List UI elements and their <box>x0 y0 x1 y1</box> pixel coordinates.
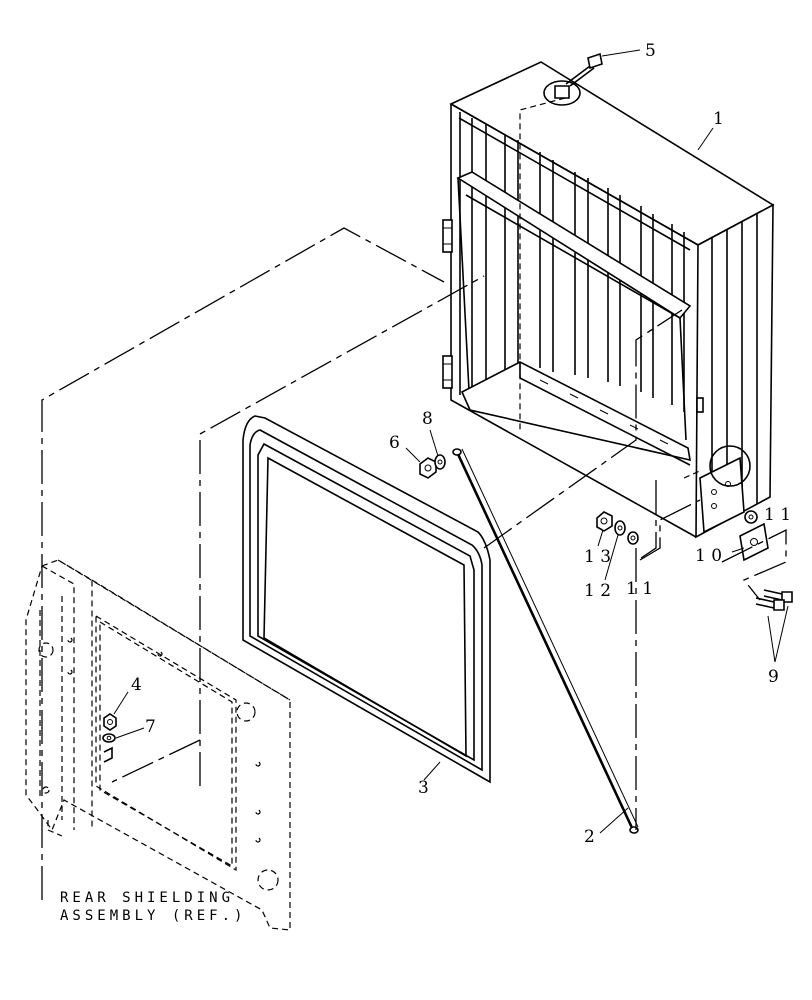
callout-3: 3 <box>418 778 429 798</box>
note-line-2: ASSEMBLY (REF.) <box>60 908 246 924</box>
callout-2: 2 <box>584 827 595 847</box>
cage-slats <box>471 118 685 412</box>
part-2-rod <box>452 448 639 834</box>
callout-4: 4 <box>131 675 142 695</box>
rear-shielding-assembly <box>25 559 291 931</box>
part-3-seal-frame <box>242 415 491 784</box>
part-12-washer <box>604 520 626 581</box>
upper-hinge <box>442 219 453 253</box>
callout-7: 7 <box>145 717 156 737</box>
callout-8: 8 <box>422 409 433 429</box>
callout-6: 6 <box>389 433 400 453</box>
reference-note: REAR SHIELDING ASSEMBLY (REF.) <box>60 890 246 924</box>
part-13-nut <box>596 511 613 547</box>
callout-9: 9 <box>768 667 779 687</box>
part-9-bolts <box>755 589 793 663</box>
callout-1: 1 <box>713 109 724 129</box>
callout-13: 1 3 <box>584 547 611 567</box>
lower-hinge <box>442 355 453 389</box>
part-1-guard-cage <box>442 61 775 539</box>
callout-10: 1 0 <box>695 546 722 566</box>
part-6-nut <box>405 447 437 479</box>
part-5-bolt <box>565 49 641 87</box>
note-line-1: REAR SHIELDING <box>60 890 234 906</box>
callout-12: 1 2 <box>584 581 611 601</box>
callout-5: 5 <box>645 41 656 61</box>
callout-11-right: 1 1 <box>764 505 791 525</box>
callout-11-left: 1 1 <box>626 579 653 599</box>
part-7-washer <box>102 727 145 743</box>
part-11-washer-right <box>744 510 758 524</box>
part-11-washer-left <box>627 531 639 545</box>
part-4-nut <box>103 691 129 731</box>
part-8-washer <box>429 429 446 470</box>
callout-labels: 1 2 3 4 5 6 7 8 9 1 0 1 1 1 1 1 2 1 3 <box>131 41 791 847</box>
cage-bottom-slots <box>539 379 669 445</box>
